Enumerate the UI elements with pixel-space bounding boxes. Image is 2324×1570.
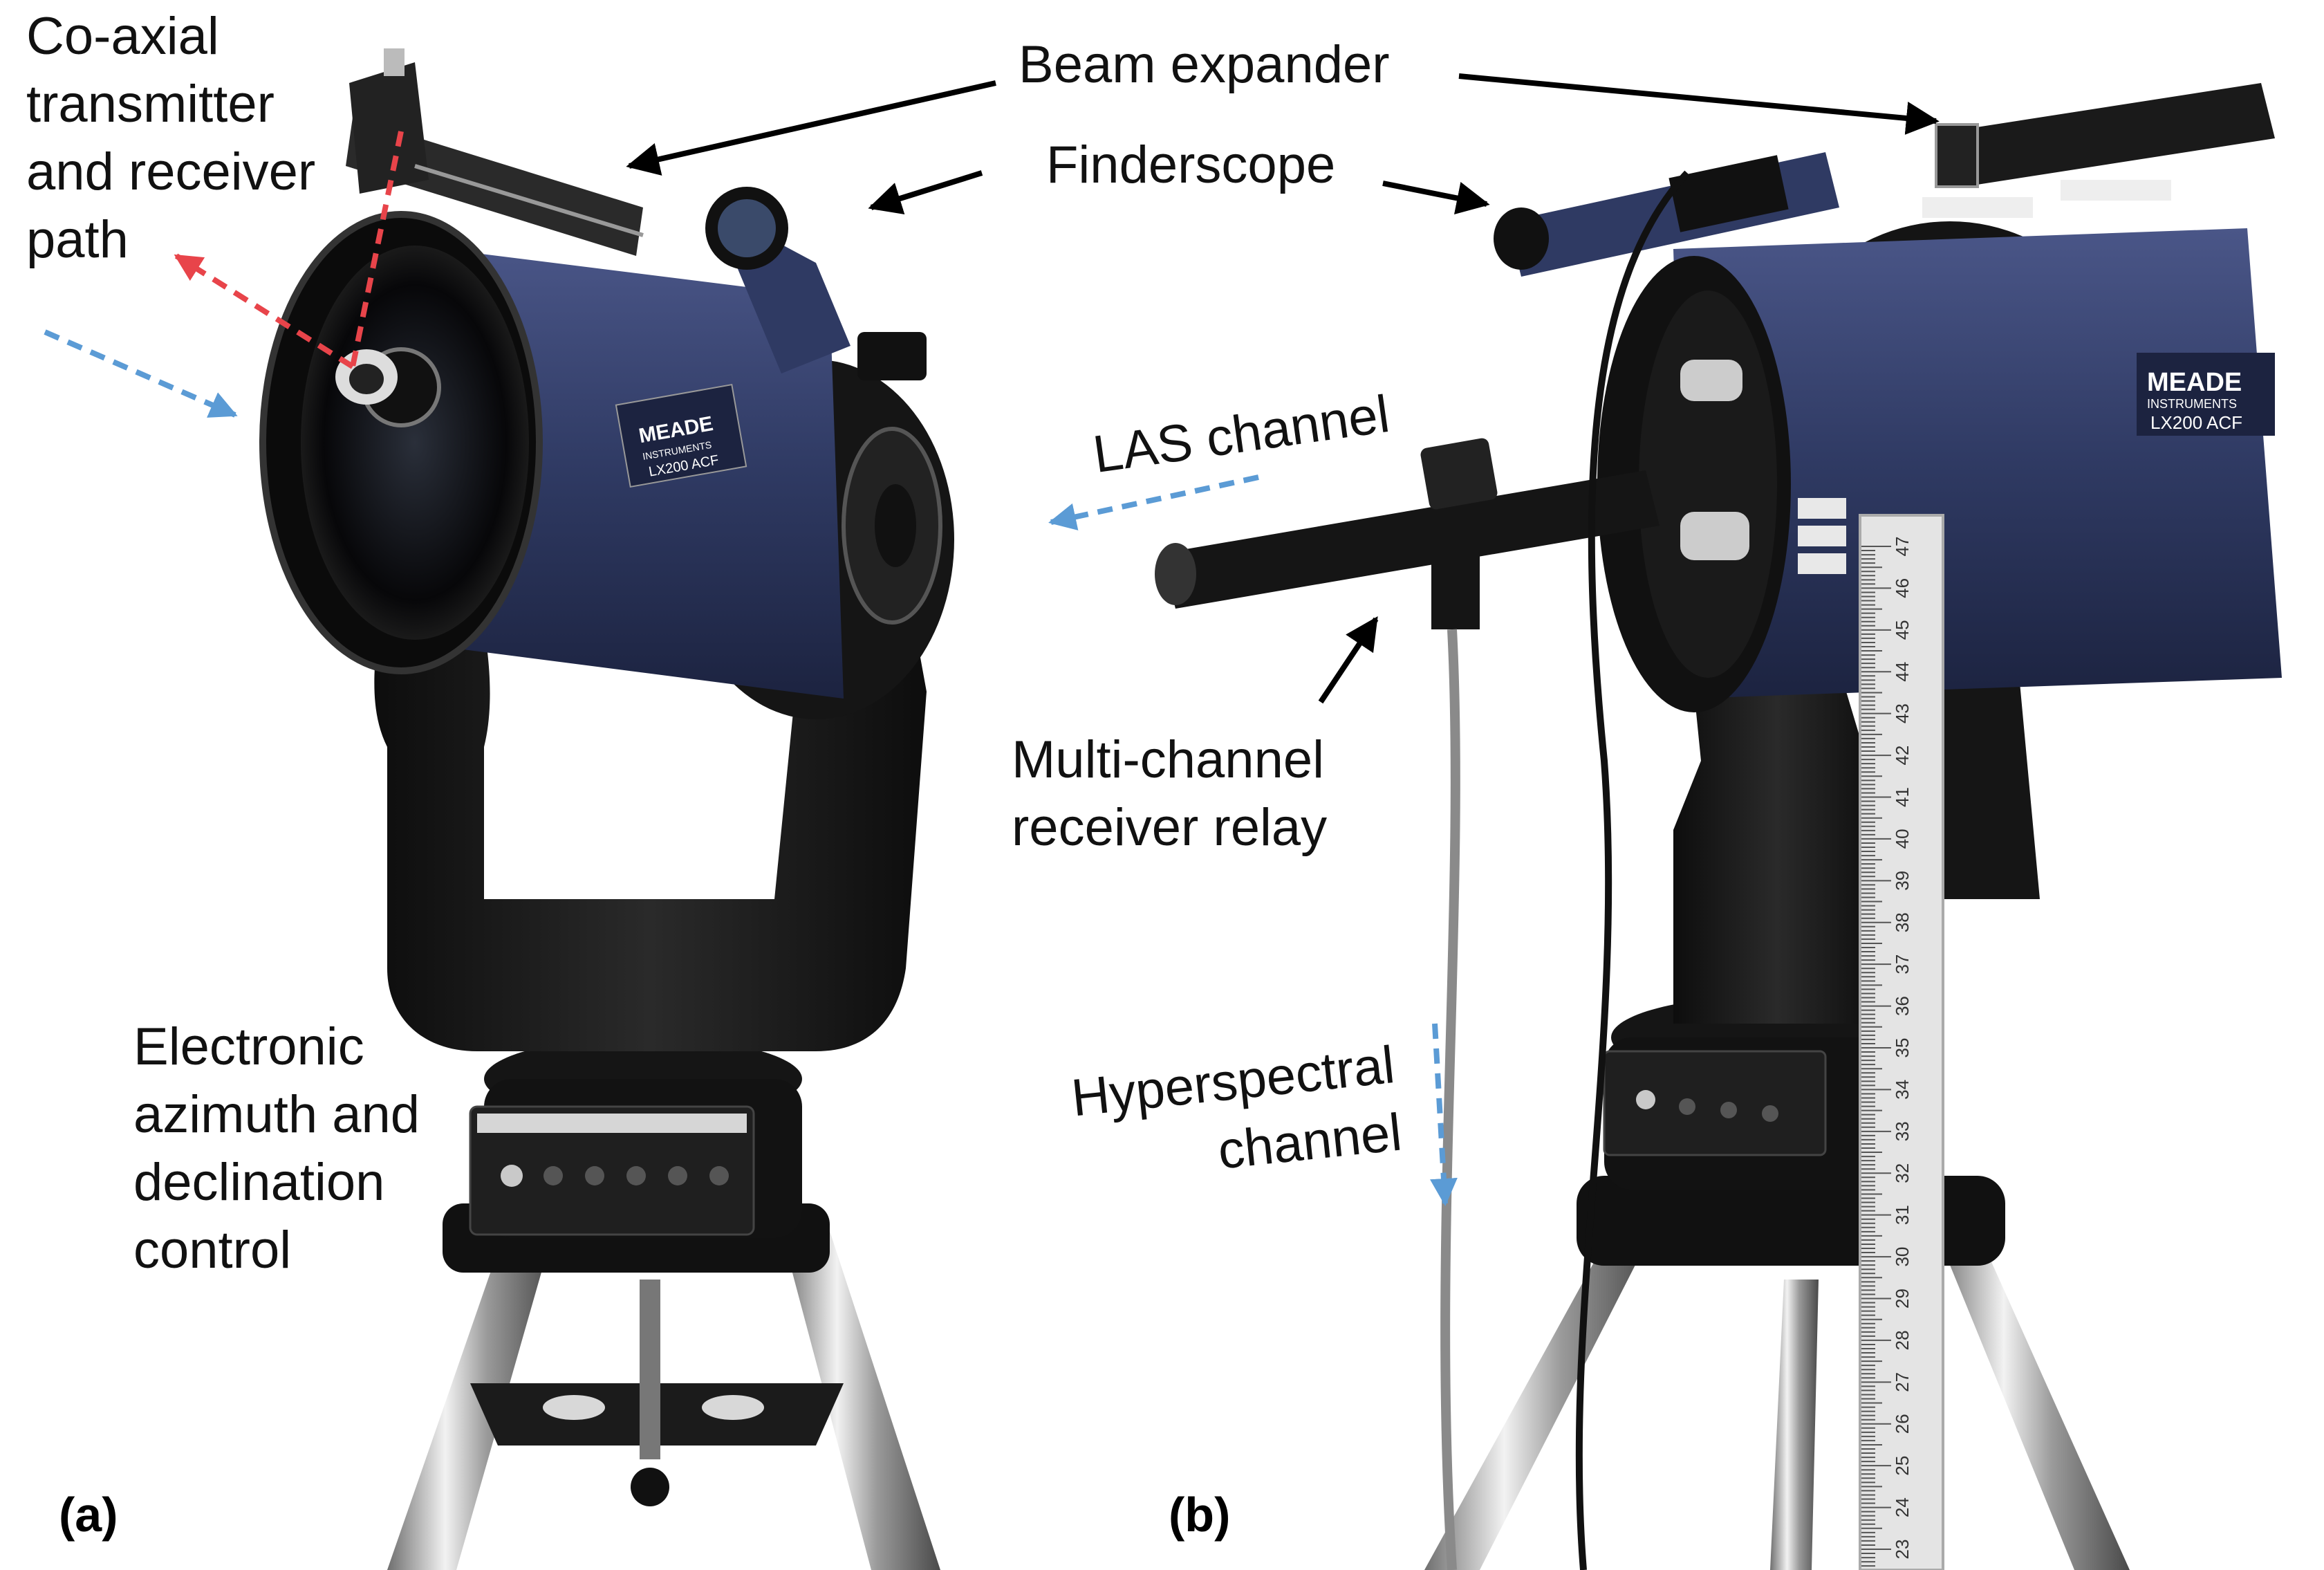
- arrow-finderscope-a: [868, 170, 983, 215]
- label-multichannel-relay: Multi-channel receiver relay: [1012, 730, 1328, 857]
- base-a: [469, 1037, 802, 1238]
- arrow-multichannel: [1318, 616, 1379, 704]
- brand-subtext-b: INSTRUMENTS: [2147, 397, 2237, 411]
- arrow-beam-expander-b: [1458, 73, 1940, 135]
- ruler-number: 46: [1892, 578, 1913, 598]
- ruler-number: 36: [1892, 996, 1913, 1016]
- brand-text-b: MEADE: [2147, 368, 2242, 397]
- ruler-number: 35: [1892, 1038, 1913, 1058]
- ruler-number: 40: [1892, 829, 1913, 849]
- optical-tube-b: MEADE INSTRUMENTS LX200 ACF: [1597, 228, 2282, 712]
- ruler-number: 29: [1892, 1289, 1913, 1309]
- ruler-number: 44: [1892, 662, 1913, 682]
- ruler-number: 45: [1892, 620, 1913, 640]
- blue-hyperspectral-arrow: [1429, 1023, 1458, 1206]
- ruler-number: 26: [1892, 1414, 1913, 1434]
- arrow-finderscope-b: [1382, 181, 1490, 215]
- label-coaxial-path: Co-axial transmitter and receiver path: [26, 7, 316, 269]
- ruler-number: 24: [1892, 1497, 1913, 1517]
- blue-las-arrow: [1048, 474, 1259, 530]
- ruler-number: 39: [1892, 871, 1913, 891]
- panel-label-a: (a): [59, 1488, 118, 1542]
- blue-incoming-arrow: [44, 329, 238, 418]
- red-path-arrow: [174, 253, 355, 369]
- focus-knobs-b: [1680, 360, 1846, 574]
- ruler-number: 33: [1892, 1121, 1913, 1141]
- ruler-number: 30: [1892, 1247, 1913, 1267]
- finderscope-b: [1494, 152, 1839, 277]
- finderscope-a: [705, 187, 927, 380]
- telescope-b: MEADE INSTRUMENTS LX200 ACF: [1155, 83, 2282, 1570]
- tripod-a: [387, 1203, 940, 1570]
- ruler-number: 43: [1892, 703, 1913, 723]
- ruler-number: 41: [1892, 787, 1913, 807]
- ruler-number: 27: [1892, 1372, 1913, 1392]
- ruler-number: 31: [1892, 1205, 1913, 1225]
- label-beam-expander: Beam expander: [1019, 35, 1390, 94]
- model-text-b: LX200 ACF: [2150, 412, 2242, 433]
- ruler-number: 47: [1892, 537, 1913, 557]
- ruler-number: 28: [1892, 1330, 1913, 1350]
- ruler-number: 23: [1892, 1540, 1913, 1560]
- label-electronic-control: Electronic azimuth and declination contr…: [133, 1017, 420, 1280]
- telescope-a: MEADE INSTRUMENTS LX200 ACF: [259, 48, 954, 1570]
- beam-expander-b: [1922, 83, 2275, 218]
- ruler-b: 47 46 45 44 43 42 41 40 39 38 37 36 35 34 33 32 31 30 29 28…: [1859, 514, 1944, 1570]
- optical-tube-a: MEADE INSTRUMENTS LX200 ACF: [259, 211, 844, 699]
- tripod-b: [1424, 1176, 2130, 1570]
- label-finderscope: Finderscope: [1046, 136, 1336, 194]
- red-path-vertical: [350, 131, 404, 367]
- ruler-number: 37: [1892, 954, 1913, 975]
- ruler-number: 42: [1892, 746, 1913, 766]
- ruler-number: 34: [1892, 1080, 1913, 1100]
- annotation-arrows: [44, 73, 1940, 1206]
- receiver-relay-b: [1155, 438, 1660, 1570]
- ruler-number: 38: [1892, 912, 1913, 932]
- beam-expander-a: [346, 48, 644, 256]
- ruler-number: 25: [1892, 1456, 1913, 1476]
- arrow-beam-expander-a: [626, 80, 996, 176]
- ruler-number: 32: [1892, 1163, 1913, 1183]
- panel-label-b: (b): [1169, 1488, 1231, 1542]
